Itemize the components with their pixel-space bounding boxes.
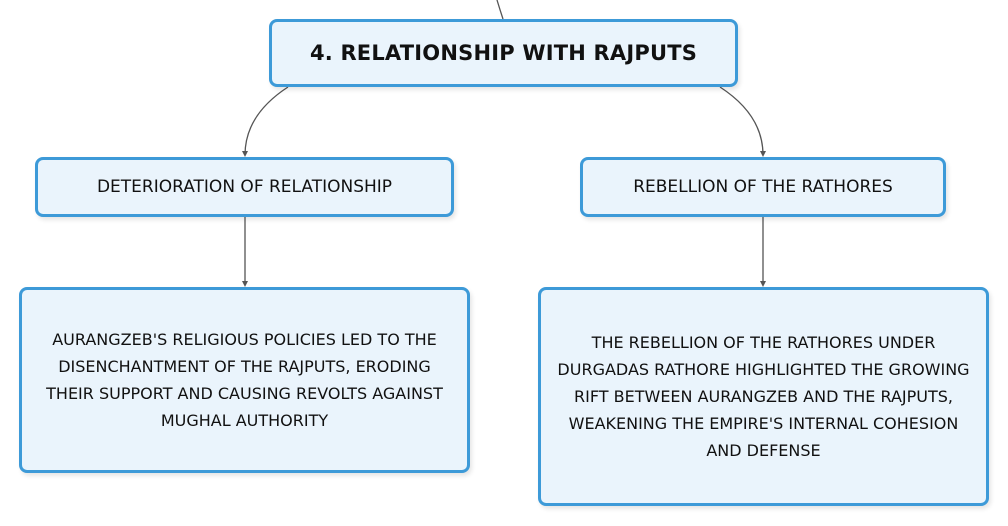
rebellion-node-label: REBELLION OF THE RATHORES <box>633 177 893 197</box>
rebellion-detail-text: THE REBELLION OF THE RATHORES UNDER DURG… <box>557 333 970 460</box>
deterioration-detail-node[interactable]: AURANGZEB'S RELIGIOUS POLICIES LED TO TH… <box>19 287 470 473</box>
deterioration-node[interactable]: DETERIORATION OF RELATIONSHIP <box>35 157 454 217</box>
parent-connector <box>496 0 504 20</box>
root-node-label: 4. RELATIONSHIP WITH RAJPUTS <box>309 41 698 65</box>
root-node[interactable]: 4. RELATIONSHIP WITH RAJPUTS <box>269 19 738 87</box>
connector-root-to-deterioration <box>242 86 289 157</box>
deterioration-node-label: DETERIORATION OF RELATIONSHIP <box>96 177 393 197</box>
rebellion-detail-node[interactable]: THE REBELLION OF THE RATHORES UNDER DURG… <box>538 287 989 506</box>
rebellion-node[interactable]: REBELLION OF THE RATHORES <box>580 157 946 217</box>
deterioration-detail-text: AURANGZEB'S RELIGIOUS POLICIES LED TO TH… <box>46 330 443 430</box>
connector-root-to-rebellion <box>719 86 766 157</box>
